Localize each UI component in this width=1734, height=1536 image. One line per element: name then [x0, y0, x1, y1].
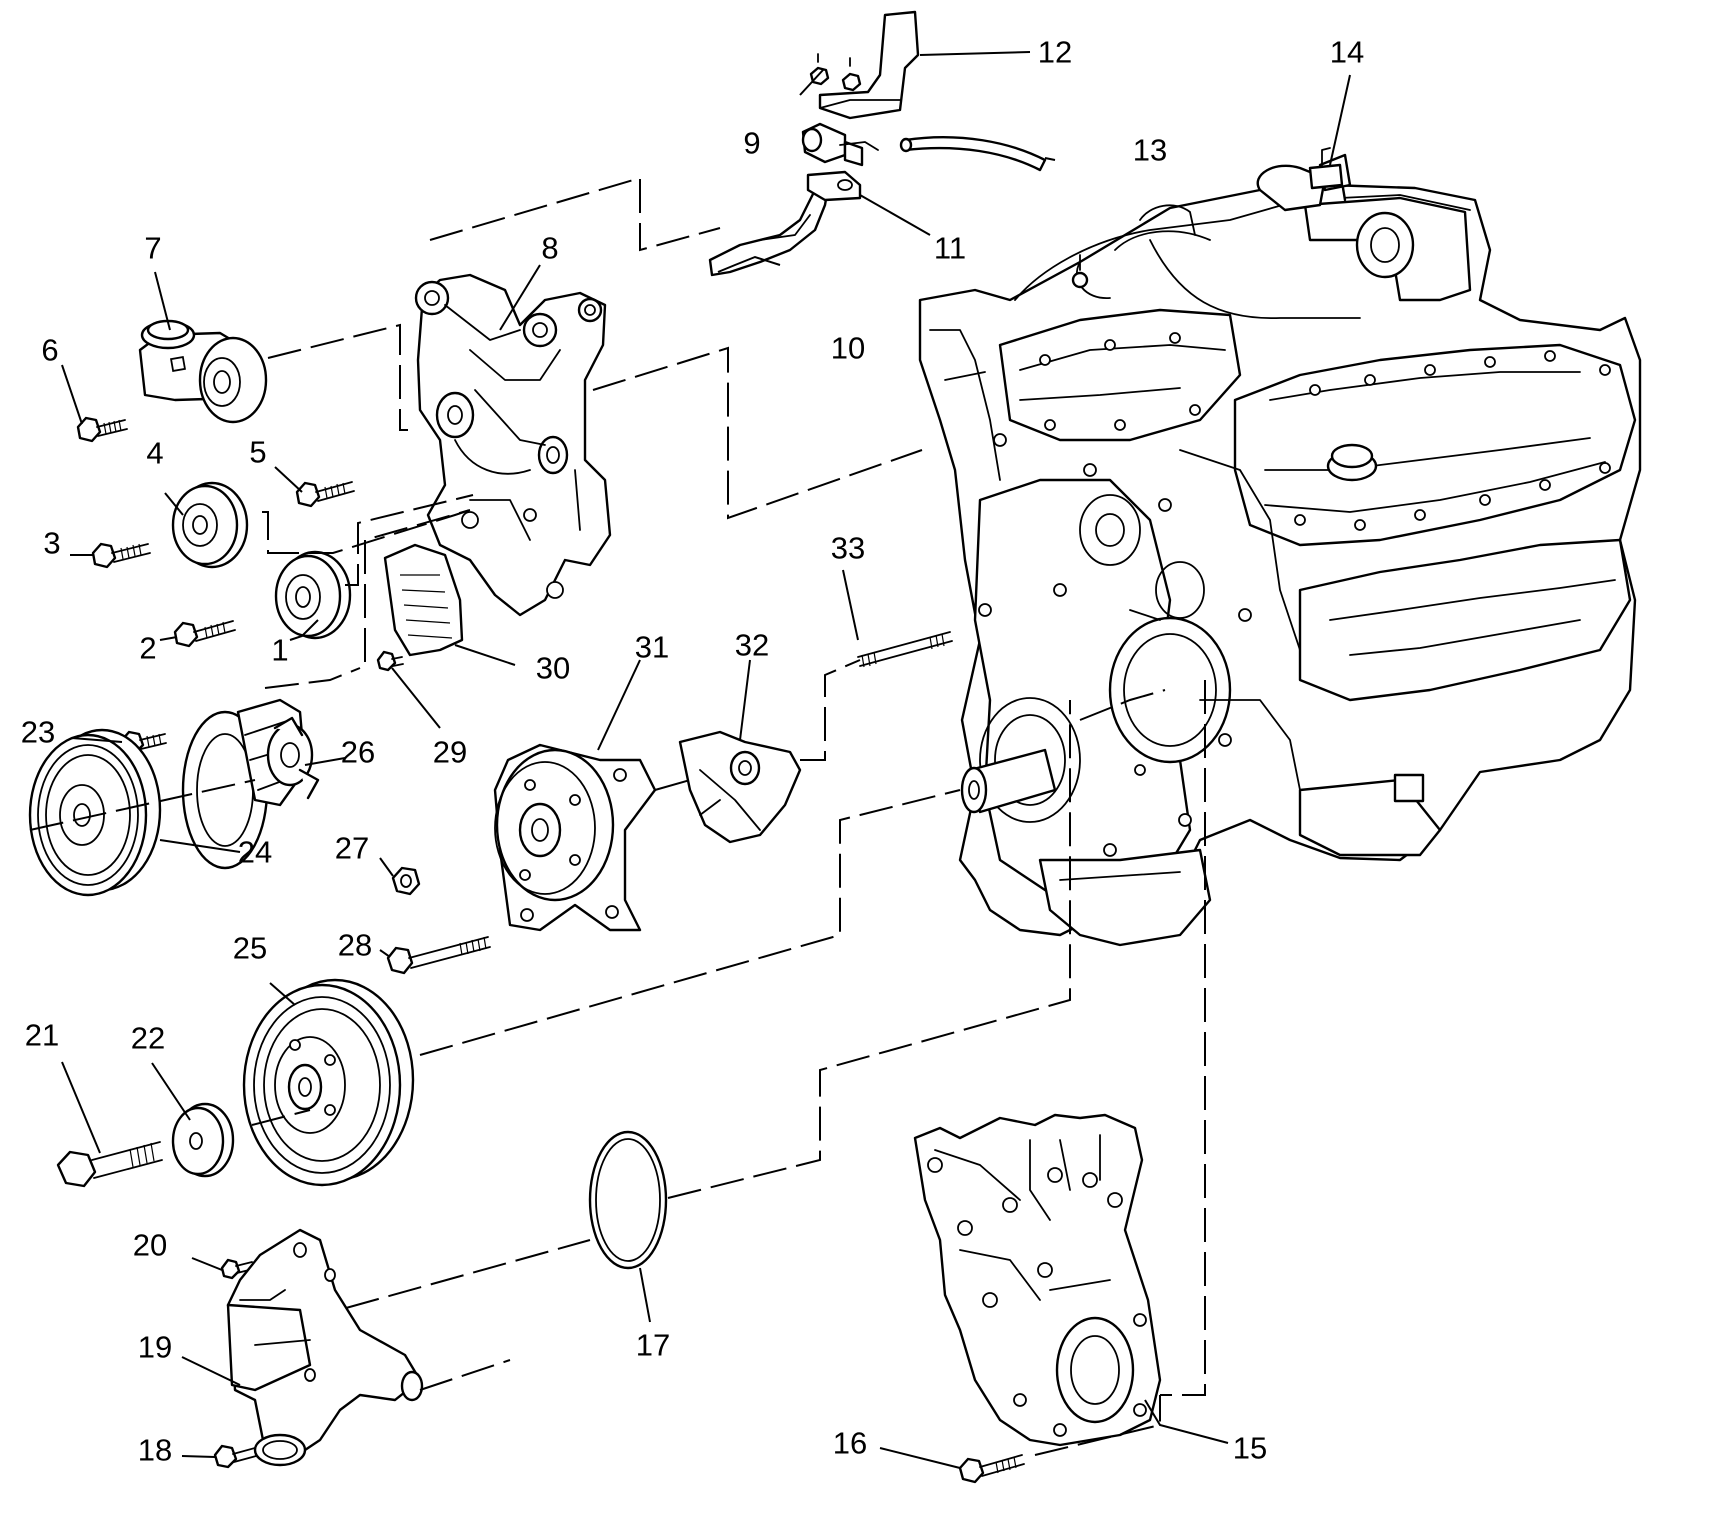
callout-21: 21 — [24, 1017, 60, 1053]
callout-15: 15 — [1232, 1430, 1268, 1466]
callout-25: 25 — [232, 930, 268, 966]
callout-8: 8 — [541, 230, 559, 266]
crankshaft-balancer — [242, 978, 415, 1187]
washer — [171, 1102, 235, 1178]
callout-28: 28 — [337, 927, 373, 963]
callout-27: 27 — [334, 830, 370, 866]
callout-1: 1 — [271, 632, 289, 668]
accessory-bracket — [414, 273, 612, 617]
seal-ring — [588, 1130, 668, 1270]
callout-29: 29 — [432, 734, 468, 770]
callout-20: 20 — [132, 1227, 168, 1263]
callout-31: 31 — [634, 629, 670, 665]
callout-32: 32 — [734, 627, 770, 663]
callout-30: 30 — [535, 650, 571, 686]
assembly-lines — [29, 176, 1206, 1456]
callout-24: 24 — [237, 834, 273, 870]
callout-3: 3 — [43, 525, 61, 561]
callout-9: 9 — [743, 125, 761, 161]
callout-13: 13 — [1132, 132, 1168, 168]
callout-6: 6 — [41, 332, 59, 368]
callout-23: 23 — [20, 714, 56, 750]
power-steering-pulley — [28, 698, 320, 897]
callout-16: 16 — [832, 1425, 868, 1461]
callout-22: 22 — [130, 1020, 166, 1056]
bolts — [56, 53, 1025, 1484]
callout-17: 17 — [635, 1327, 671, 1363]
callout-14: 14 — [1329, 34, 1365, 70]
leader-lines — [61, 51, 1351, 1469]
idler-pulley-lower — [274, 550, 352, 640]
callout-7: 7 — [144, 230, 162, 266]
sensor-top — [1308, 147, 1344, 190]
callout-12: 12 — [1037, 34, 1073, 70]
callout-33: 33 — [830, 530, 866, 566]
front-cover — [913, 1113, 1162, 1447]
callout-19: 19 — [137, 1329, 173, 1365]
callout-2: 2 — [139, 630, 157, 666]
callout-18: 18 — [137, 1432, 173, 1468]
callout-10: 10 — [830, 330, 866, 366]
gasket-plate — [383, 543, 464, 657]
callout-11: 11 — [933, 230, 967, 266]
callout-26: 26 — [340, 734, 376, 770]
water-pump — [493, 743, 657, 932]
callout-4: 4 — [146, 435, 164, 471]
bracket — [678, 730, 802, 844]
sensor-bracket-assembly — [708, 10, 1047, 277]
idler-pulley-upper — [171, 481, 249, 569]
callout-5: 5 — [249, 434, 267, 470]
engine-assembly — [918, 153, 1642, 947]
belt-tensioner — [138, 319, 268, 424]
thermostat-housing — [226, 1228, 424, 1467]
